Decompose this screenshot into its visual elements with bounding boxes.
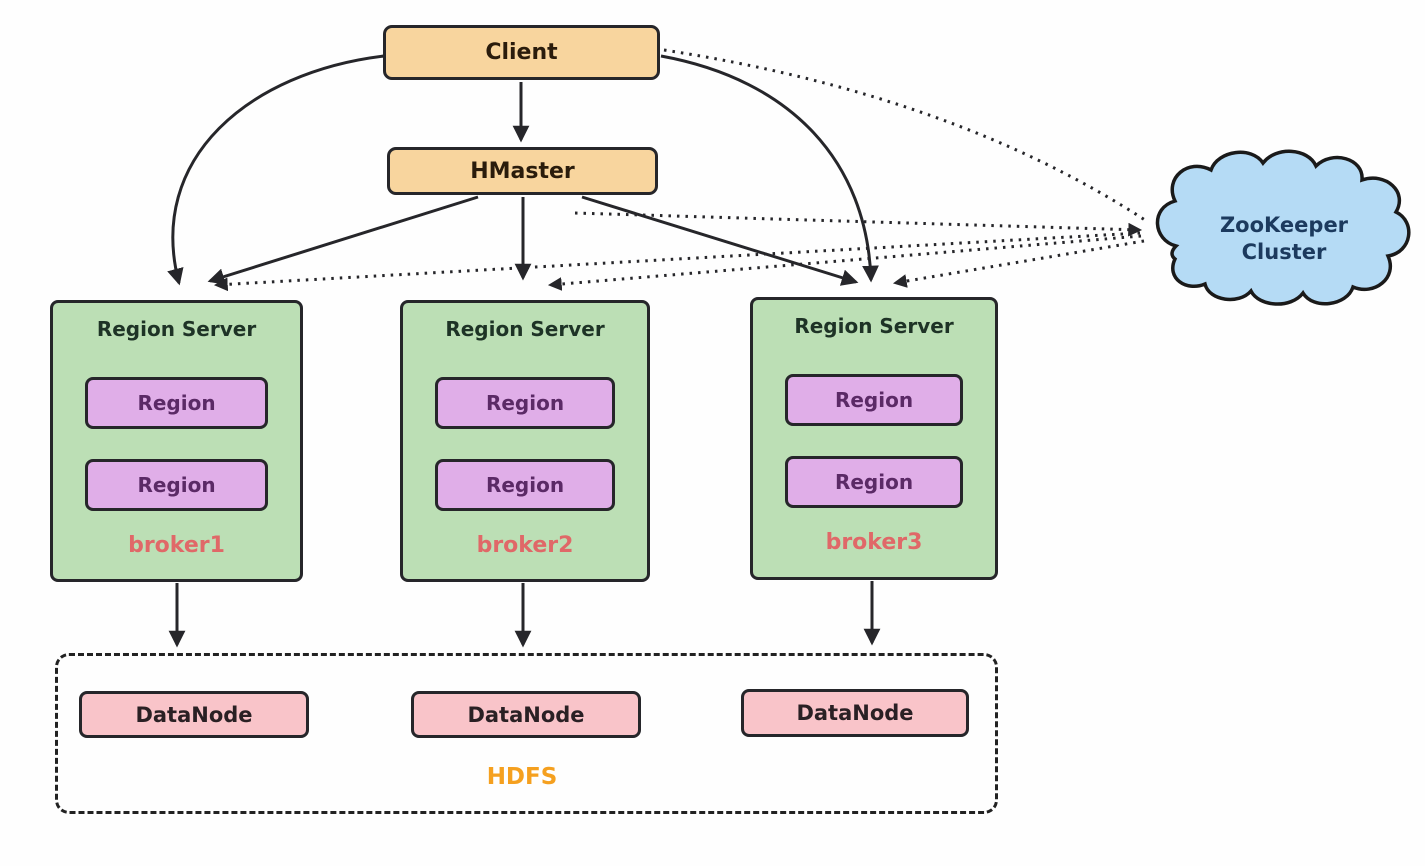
region-server-3-title: Region Server (794, 314, 954, 338)
dotted-arrow-hmaster-to-zookeeper (574, 211, 1143, 237)
region-server-2-title: Region Server (445, 317, 605, 341)
hdfs-label: HDFS (486, 764, 558, 790)
region-label: Region (137, 473, 216, 497)
client-label: Client (485, 40, 558, 65)
hmaster-node: HMaster (387, 147, 658, 195)
region-label: Region (485, 391, 565, 415)
region-box: Region (435, 377, 615, 429)
region-box: Region (85, 377, 268, 429)
dotted-arrow-zookeeper-to-regionserver2 (547, 234, 1142, 291)
datanode-3: DataNode (741, 689, 969, 737)
arrow-hmaster-to-regionserver1 (207, 195, 479, 285)
dotted-arrow-client-to-zookeeper (663, 48, 1149, 224)
region-label: Region (834, 388, 914, 412)
region-server-1-title: Region Server (96, 317, 257, 341)
dotted-arrow-zookeeper-to-regionserver1 (213, 231, 1141, 292)
client-node: Client (383, 25, 660, 80)
datanode-label: DataNode (796, 701, 914, 725)
region-box: Region (85, 459, 268, 511)
dotted-arrow-zookeeper-to-regionserver3 (892, 239, 1145, 288)
datanode-label: DataNode (135, 702, 253, 727)
broker2-label: broker2 (476, 533, 574, 558)
region-server-1: Region Server Region Region broker1 (50, 300, 303, 582)
datanode-2: DataNode (411, 691, 641, 738)
arrow-client-to-regionserver3 (660, 54, 879, 283)
region-box: Region (435, 459, 615, 511)
broker1-label: broker1 (128, 533, 225, 558)
datanode-label: DataNode (467, 702, 585, 727)
region-server-3: Region Server Region Region broker3 (750, 297, 998, 580)
region-box: Region (785, 456, 963, 508)
region-server-2: Region Server Region Region broker2 (400, 300, 650, 582)
region-label: Region (834, 470, 914, 494)
region-label: Region (485, 473, 565, 497)
arrow-client-to-regionserver1 (167, 54, 385, 286)
zookeeper-cloud-shape (1155, 149, 1411, 306)
arrow-hmaster-to-regionserver3 (581, 195, 859, 286)
hdfs-container (55, 653, 998, 814)
datanode-1: DataNode (79, 691, 309, 738)
zookeeper-label: ZooKeeper Cluster (1219, 213, 1349, 265)
hmaster-label: HMaster (470, 158, 575, 184)
region-label: Region (137, 391, 216, 415)
broker3-label: broker3 (825, 530, 923, 555)
region-box: Region (785, 374, 963, 426)
